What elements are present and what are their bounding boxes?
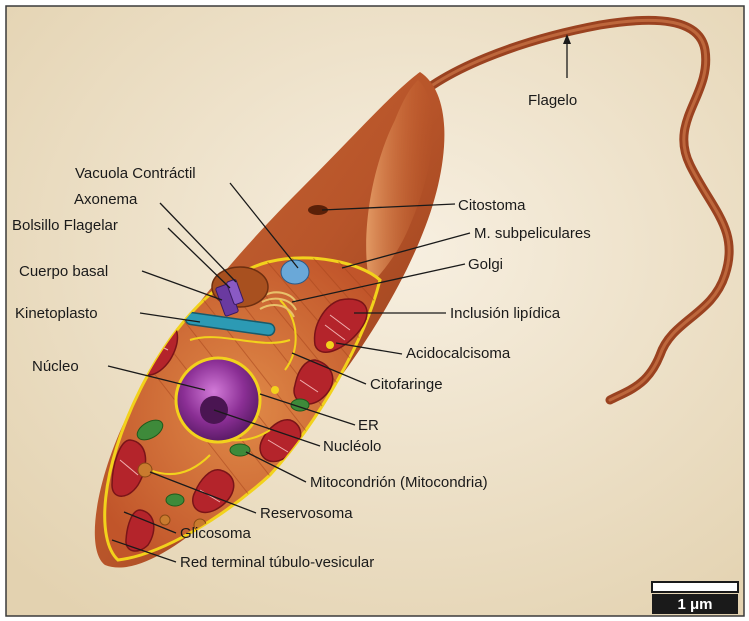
label-flagelo: Flagelo: [528, 92, 577, 109]
label-kinetoplasto: Kinetoplasto: [15, 305, 98, 322]
label-axonema: Axonema: [74, 191, 138, 208]
label-bolsillo: Bolsillo Flagelar: [12, 217, 118, 234]
label-glicosoma: Glicosoma: [180, 525, 252, 542]
label-golgi: Golgi: [468, 256, 503, 273]
scale-bar: 1 μm: [652, 582, 738, 614]
scale-bar-label: 1 μm: [677, 596, 712, 613]
label-er: ER: [358, 417, 379, 434]
label-reservosoma: Reservosoma: [260, 505, 353, 522]
label-vacuola: Vacuola Contráctil: [75, 165, 196, 182]
label-subpeliculares: M. subpeliculares: [474, 225, 591, 242]
label-citostoma: Citostoma: [458, 197, 526, 214]
label-nucleo: Núcleo: [32, 358, 79, 375]
label-citofaringe: Citofaringe: [370, 376, 443, 393]
label-cuerpo-basal: Cuerpo basal: [19, 263, 108, 280]
label-mitocondrion: Mitocondrión (Mitocondria): [310, 474, 488, 491]
label-acidocalcisoma: Acidocalcisoma: [406, 345, 511, 362]
scale-bar-line: [652, 582, 738, 592]
label-red-terminal: Red terminal túbulo-vesicular: [180, 554, 374, 571]
label-inclusion: Inclusión lipídica: [450, 305, 561, 322]
label-nucleolo: Nucléolo: [323, 438, 381, 455]
